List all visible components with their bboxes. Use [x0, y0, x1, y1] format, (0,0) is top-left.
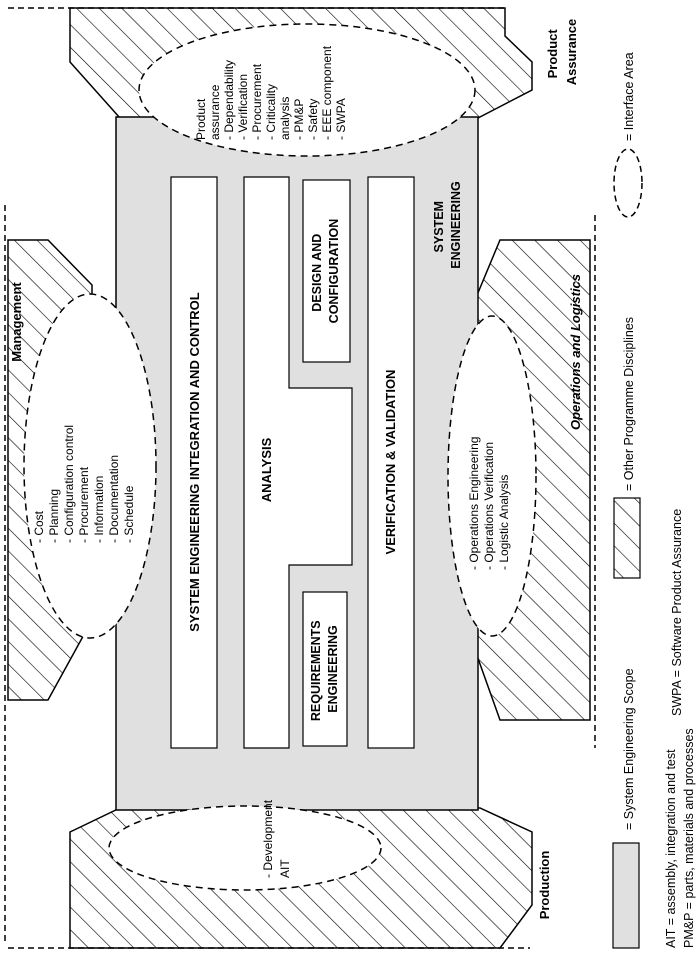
production-title: Production — [537, 851, 552, 920]
product-assurance-title: Product Assurance — [545, 19, 579, 85]
legend-interface-swatch — [613, 148, 643, 218]
integration-label: SYSTEM ENGINEERING INTEGRATION AND CONTR… — [187, 292, 202, 632]
product-assurance-items: Product assurance - Dependability - Veri… — [194, 43, 348, 140]
legend-pmp: PM&P = parts, materials and processes — [682, 728, 696, 948]
management-items: - Cost - Planning - Configuration contro… — [32, 422, 136, 543]
legend-interface-label: = Interface Area — [622, 52, 636, 141]
product-assurance-interface — [138, 23, 476, 157]
legend-scope-label: = System Engineering Scope — [622, 668, 636, 830]
legend-other-swatch — [613, 497, 641, 579]
requirements-label: REQUIREMENTS ENGINEERING — [309, 617, 340, 721]
production-interface — [108, 805, 382, 891]
production-items: - Development AIT — [261, 797, 292, 878]
legend-scope-swatch — [612, 842, 640, 949]
management-title: Management — [9, 282, 24, 362]
legend-swpa: SWPA = Software Product Assurance — [670, 509, 684, 716]
operations-items: - Operations Engineering - Operations Ve… — [467, 433, 511, 570]
legend-ait: AIT = assembly, integration and test — [664, 749, 678, 948]
system-engineering-label: SYSTEM ENGINEERING — [432, 181, 463, 269]
requirements-block — [302, 591, 348, 747]
design-block — [302, 179, 351, 363]
design-label: DESIGN AND CONFIGURATION — [310, 219, 341, 324]
analysis-label: ANALYSIS — [259, 437, 274, 502]
legend-other-label: = Other Programme Disciplines — [622, 317, 636, 491]
management-interface — [23, 293, 157, 639]
verification-block — [367, 176, 415, 749]
analysis-block — [243, 176, 353, 749]
integration-block — [170, 176, 218, 749]
operations-interface — [447, 315, 537, 637]
operations-title: Operations and Logistics — [568, 274, 583, 430]
verification-label: VERIFICATION & VALIDATION — [383, 370, 398, 555]
